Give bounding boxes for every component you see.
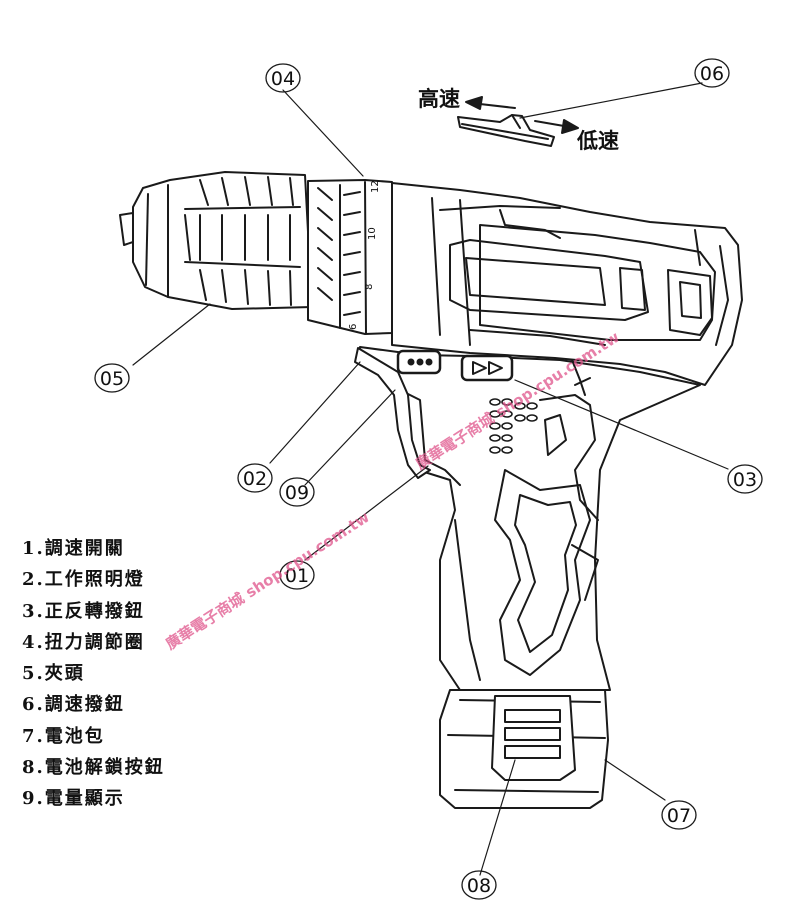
legend-item-1: 1.調速開關: [22, 538, 125, 559]
torque-mark-10: 10: [367, 227, 378, 240]
battery-level-indicator: [396, 349, 442, 375]
torque-mark-6: 6: [348, 324, 359, 330]
speed-switch-detail: [457, 114, 555, 147]
callout-09: 09: [285, 482, 309, 504]
legend-item-9: 9.電量顯示: [22, 788, 125, 810]
torque-ring-numbers: 12 10 8 6: [348, 180, 381, 330]
callout-04: 04: [271, 68, 295, 90]
speed-label-low: 低速: [576, 128, 619, 153]
speed-arrow-low: [534, 119, 579, 134]
speed-label-high: 高速: [418, 86, 460, 111]
callout-07: 07: [667, 805, 691, 827]
legend-item-7: 7.電池包: [22, 725, 105, 747]
torque-ring: [307, 179, 393, 335]
callout-circles: [94, 58, 763, 900]
watermark-1: 廣華電子商城 shop.cpu.com.tw: [162, 508, 372, 653]
parts-legend: 1.調速開關 2.工作照明燈 3.正反轉撥鈕 4.扭力調節圈 5.夾頭 6.調速…: [22, 533, 165, 815]
forward-reverse-button: [460, 354, 514, 382]
callout-01: 01: [285, 565, 309, 587]
trigger: [354, 347, 431, 479]
legend-item-3: 3.正反轉撥鈕: [22, 600, 145, 622]
legend-item-2: 2.工作照明燈: [22, 569, 145, 591]
callout-05: 05: [100, 368, 124, 390]
torque-mark-12: 12: [370, 180, 381, 193]
drill-body: [391, 182, 743, 386]
chuck: [119, 171, 313, 310]
callout-06: 06: [700, 63, 724, 85]
battery-release-button: [491, 695, 576, 781]
callout-03: 03: [733, 469, 757, 491]
vent-slots: [489, 398, 538, 454]
callout-02: 02: [243, 468, 267, 490]
speed-arrow-high: [465, 96, 516, 110]
legend-item-5: 5.夾頭: [22, 663, 85, 685]
callout-08: 08: [467, 875, 491, 897]
legend-item-6: 6.調速撥鈕: [22, 694, 125, 716]
torque-mark-8: 8: [364, 284, 375, 290]
legend-item-8: 8.電池解鎖按鈕: [22, 757, 165, 779]
legend-item-4: 4.扭力調節圈: [22, 631, 145, 653]
leader-lines: [132, 82, 729, 876]
